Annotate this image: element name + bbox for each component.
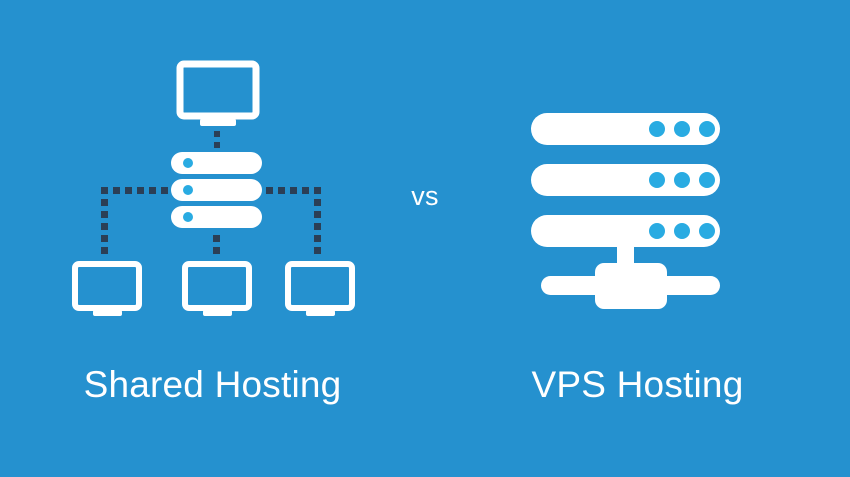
shared-top-monitor-icon [176, 60, 260, 126]
shared-client-monitor-2-icon [182, 261, 252, 316]
vps-base-node [595, 263, 667, 309]
vps-server-stack-icon [531, 113, 720, 309]
vps-hosting-title: VPS Hosting [531, 364, 744, 405]
vps-server-bar-2 [531, 164, 720, 196]
vs-separator-label: vs [411, 181, 439, 211]
shared-client-monitor-3-icon [285, 261, 355, 316]
shared-hosting-diagram [72, 60, 355, 316]
vps-server-bar-1 [531, 113, 720, 145]
shared-hosting-title: Shared Hosting [83, 364, 342, 405]
vps-server-bar-3 [531, 215, 720, 247]
shared-left-branch-dotted-link [101, 187, 168, 254]
shared-center-branch-dotted-link [213, 235, 220, 254]
shared-client-monitor-1-icon [72, 261, 142, 316]
shared-monitor-to-server-dotted-link [214, 131, 220, 148]
shared-right-branch-dotted-link [266, 187, 321, 254]
shared-server-stack-icon [171, 152, 262, 228]
